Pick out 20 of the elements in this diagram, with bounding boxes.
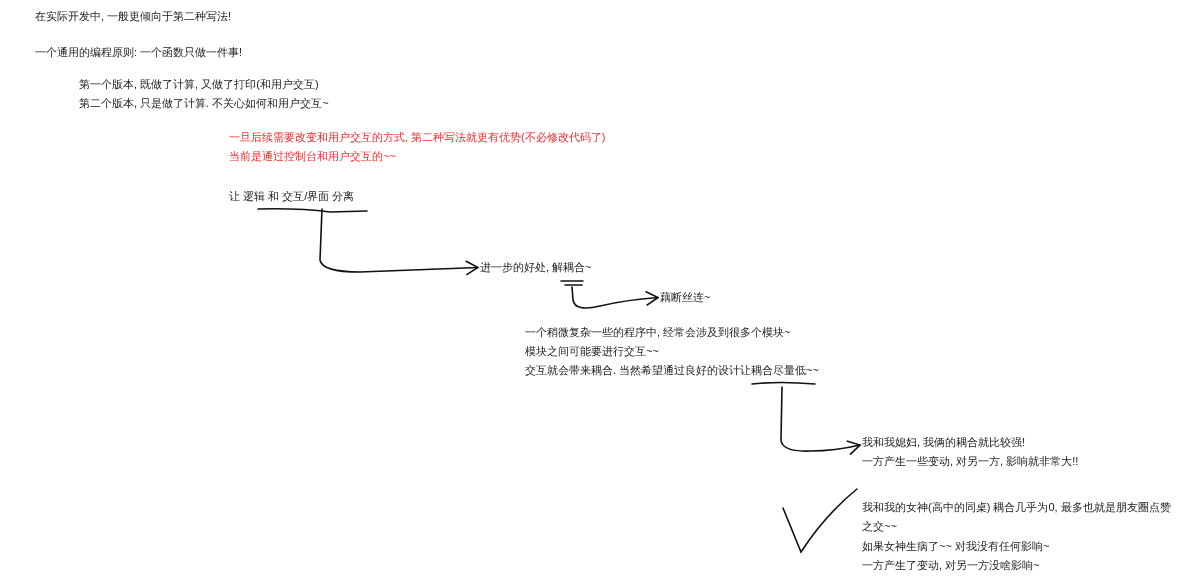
note-text: 如果女神生病了~~ 对我没有任何影响~ <box>862 539 1050 554</box>
note-text: 当前是通过控制台和用户交互的~~ <box>229 149 396 164</box>
arrow <box>780 386 861 456</box>
note-text: 第一个版本, 既做了计算, 又做了打印(和用户交互) <box>79 77 319 92</box>
note-text: 我和我媳妇, 我俩的耦合就比较强! <box>862 435 1027 450</box>
note-text: 交互就会带来耦合. 当然希望通过良好的设计让耦合尽量低~~ <box>525 363 819 378</box>
note-text: 一方产生一些变动, 对另一方, 影响就非常大!! <box>862 454 1079 469</box>
note-text: 一个稍微复杂一些的程序中, 经常会涉及到很多个模块~ <box>525 325 792 340</box>
note-text: 一旦后续需要改变和用户交互的方式, 第二种写法就更有优势(不必修改代码了) <box>229 130 606 145</box>
note-text: 第二个版本, 只是做了计算. 不关心如何和用户交互~ <box>79 96 329 111</box>
note-text: 藕断丝连~ <box>660 290 711 305</box>
arrow <box>319 208 479 276</box>
note-text: 让 逻辑 和 交互/界面 分离 <box>229 189 355 204</box>
note-text: 在实际开发中, 一般更倾向于第二种写法! <box>35 9 232 24</box>
note-text: 一个通用的编程原则: 一个函数只做一件事! <box>35 45 243 60</box>
note-text: 一方产生了变动, 对另一方没啥影响~ <box>862 558 1040 573</box>
note-text: 进一步的好处, 解耦合~ <box>480 260 592 275</box>
arrow <box>571 286 659 309</box>
note-text: 模块之间可能要进行交互~~ <box>525 344 660 359</box>
note-text: 我和我的女神(高中的同桌) 耦合几乎为0, 最多也就是朋友圈点赞之交~~ <box>862 500 1172 534</box>
